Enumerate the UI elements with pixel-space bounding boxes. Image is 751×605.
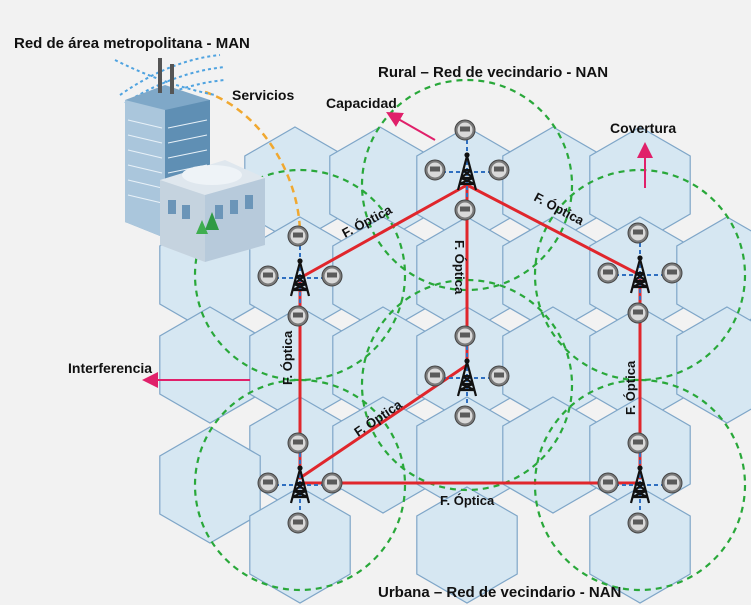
- meter-icon: [257, 265, 279, 287]
- meter-icon: [627, 432, 649, 454]
- meter-icon: [287, 512, 309, 534]
- indicator-arrows: [142, 112, 653, 388]
- hex-cell: [249, 486, 351, 604]
- man-title: Red de área metropolitana - MAN: [14, 35, 250, 52]
- services-label: Servicios: [232, 87, 294, 103]
- meter-icon: [424, 365, 446, 387]
- service-link: [204, 90, 302, 236]
- coverage-circle: [360, 278, 574, 492]
- capacity-label: Capacidad: [326, 95, 397, 111]
- building-icon: [114, 54, 265, 262]
- node-cluster: [257, 225, 343, 327]
- fiber-label: F. Óptica: [452, 240, 467, 295]
- capacity-arrow: [386, 112, 436, 141]
- hex-cell: [502, 396, 604, 514]
- meter-icon: [257, 472, 279, 494]
- coverage-circle: [360, 78, 574, 292]
- meter-icon: [597, 472, 619, 494]
- meter-icon: [627, 302, 649, 324]
- coverage-circle: [533, 378, 747, 592]
- node-cluster: [257, 432, 343, 534]
- meter-icon: [287, 305, 309, 327]
- node-clusters: [257, 119, 683, 534]
- coverage-circle: [533, 168, 747, 382]
- urban-title: Urbana – Red de vecindario - NAN: [378, 584, 621, 601]
- fiber-label: F. Óptica: [280, 330, 295, 385]
- node-cluster: [597, 432, 683, 534]
- meter-icon: [488, 365, 510, 387]
- interference-label: Interferencia: [68, 360, 152, 376]
- rural-title: Rural – Red de vecindario - NAN: [378, 64, 608, 81]
- meter-icon: [488, 159, 510, 181]
- hex-cell: [589, 486, 691, 604]
- meter-icon: [627, 222, 649, 244]
- coverage-circle: [193, 168, 407, 382]
- fiber-label: F. Óptica: [440, 493, 495, 508]
- hex-cell: [676, 306, 751, 424]
- coverage-label: Covertura: [610, 120, 676, 136]
- meter-icon: [287, 225, 309, 247]
- node-cluster: [597, 222, 683, 324]
- node-cluster: [424, 119, 510, 221]
- coverage-circles: [193, 78, 747, 592]
- meter-icon: [321, 472, 343, 494]
- fiber-label: F. Óptica: [623, 360, 638, 415]
- meter-icon: [661, 472, 683, 494]
- hex-cell: [416, 486, 518, 604]
- meter-icon: [597, 262, 619, 284]
- meter-icon: [454, 199, 476, 221]
- meter-icon: [321, 265, 343, 287]
- meter-icon: [454, 405, 476, 427]
- meter-icon: [454, 325, 476, 347]
- meter-icon: [661, 262, 683, 284]
- meter-icon: [627, 512, 649, 534]
- coverage-circle: [193, 378, 407, 592]
- meter-icon: [454, 119, 476, 141]
- node-cluster: [424, 325, 510, 427]
- fiber-link: [465, 183, 642, 277]
- fiber-link: [298, 183, 469, 280]
- meter-icon: [287, 432, 309, 454]
- hex-cell: [159, 426, 261, 544]
- meter-icon: [424, 159, 446, 181]
